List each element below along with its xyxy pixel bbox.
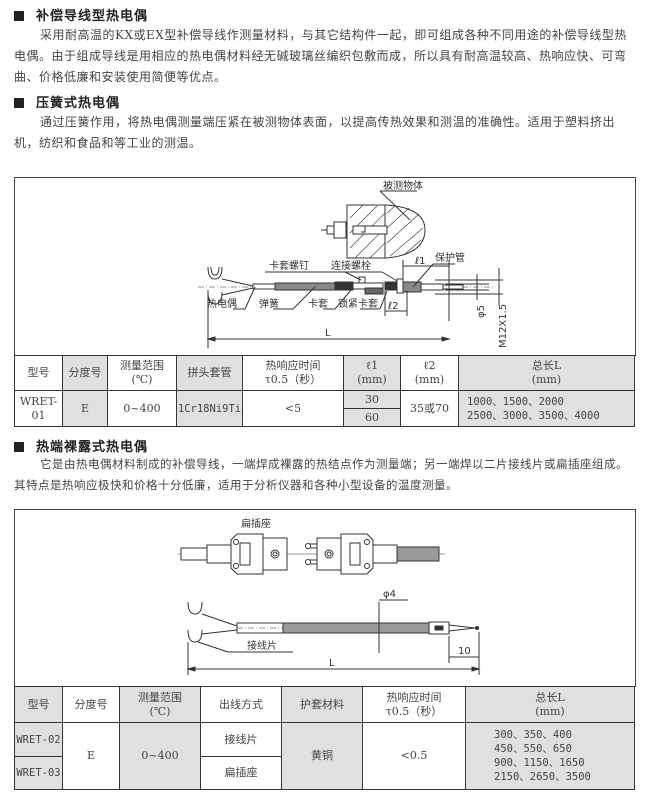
label-thermocouple: 热电偶 xyxy=(207,297,237,310)
cell-range: 0~400 xyxy=(119,722,201,790)
cell-model: WRET-03 xyxy=(14,756,63,790)
table-row: 60 xyxy=(15,408,635,427)
label-thread-m12: M12X1.5 xyxy=(498,304,509,348)
header-range: 测量范围(℃) xyxy=(119,686,201,723)
label-measured-object: 被测物体 xyxy=(383,179,423,192)
bullet-square-icon xyxy=(14,98,24,108)
header-range: 测量范围(℃) xyxy=(107,355,177,391)
section-heading-exposed-junction: 热端裸露式热电偶 xyxy=(14,436,148,455)
label-ferrule-screw: 卡套螺钉 xyxy=(269,259,309,272)
cell-model: WRET-01 xyxy=(14,390,63,427)
section-paragraph-compensating-wire: 采用耐高温的KX或EX型补偿导线作测量材料，与其它结构件一起，即可组成各种不同用… xyxy=(14,28,627,84)
label-l1: ℓ1 xyxy=(415,256,426,267)
label-spring: 弹簧 xyxy=(259,297,279,310)
label-phi4: φ4 xyxy=(383,589,396,600)
header-l1: ℓ1(mm) xyxy=(343,355,401,391)
header-sleeve: 拼头套管 xyxy=(176,355,243,391)
cell-graduation: E xyxy=(62,722,120,790)
cell-graduation: E xyxy=(62,390,108,427)
label-protective-tube: 保护管 xyxy=(435,251,465,264)
header-graduation: 分度号 xyxy=(62,355,108,391)
cell-l2: 35或70 xyxy=(400,390,459,427)
cell-response-time: <5 xyxy=(242,390,344,427)
spring-thermocouple-drawing: 被测物体 卡套螺钉 连接螺栓 ℓ1 保护管 热电偶 弹簧 卡套 锁紧卡套 ℓ2 … xyxy=(198,179,509,348)
cell-sleeve: 1Cr18Ni9Ti xyxy=(176,390,243,427)
header-l2: ℓ2(mm) xyxy=(400,355,459,391)
label-l2: ℓ2 xyxy=(388,301,399,312)
section-heading-compensating-wire: 补偿导线型热电偶 xyxy=(14,5,148,24)
header-graduation: 分度号 xyxy=(62,686,120,723)
measured-object-drawing xyxy=(321,204,426,259)
label-ten: 10 xyxy=(458,646,471,657)
cell-l1-value: 60 xyxy=(343,408,401,427)
label-total-length-L: L xyxy=(325,328,331,339)
flat-socket-drawing xyxy=(178,533,445,575)
thermocouple-assembly-drawing xyxy=(198,266,495,305)
table-row: WRET-01 E 0~400 1Cr18Ni9Ti <5 30 35或70 1… xyxy=(14,390,635,427)
cell-outlet: 扁插座 xyxy=(200,756,282,790)
figure-exposed-junction-thermocouple: 扁插座 φ4 接线片 10 L xyxy=(14,509,636,687)
cell-model: WRET-02 xyxy=(14,722,63,757)
section-heading-spring-loaded: 压簧式热电偶 xyxy=(14,92,120,111)
exposed-junction-drawing: 扁插座 φ4 接线片 10 L xyxy=(178,517,481,675)
cell-response-time: <0.5 xyxy=(362,722,466,790)
label-lock-ferrule: 锁紧卡套 xyxy=(338,297,378,310)
bullet-square-icon xyxy=(14,11,24,21)
figure-spring-thermocouple: 被测物体 卡套螺钉 连接螺栓 ℓ1 保护管 热电偶 弹簧 卡套 锁紧卡套 ℓ2 … xyxy=(14,177,636,356)
section-paragraph-exposed-junction: 它是由热电偶材料制成的补偿导线，一端焊成裸露的热结点作为测量端；另一端焊以二片接… xyxy=(14,457,628,492)
bullet-square-icon xyxy=(14,442,24,452)
section-paragraph-spring-loaded: 通过压簧作用，将热电偶测量端压紧在被测物体表面，以提高传热效果和测温的准确性。适… xyxy=(14,115,616,150)
label-terminal-lug: 接线片 xyxy=(247,639,277,652)
label-connecting-bolt: 连接螺栓 xyxy=(331,259,371,272)
cell-outlet: 接线片 xyxy=(200,722,282,757)
cell-l1-value: 30 xyxy=(343,390,401,409)
table-row: WRET-03 扁插座 xyxy=(14,756,635,790)
cell-sheath: 黄铜 xyxy=(281,722,363,790)
label-phi5: φ5 xyxy=(476,305,487,318)
header-total-length: 总长L(mm) xyxy=(465,686,635,723)
header-model: 型号 xyxy=(14,686,63,723)
label-flat-socket: 扁插座 xyxy=(241,517,271,530)
probe-drawing xyxy=(187,601,479,643)
label-total-length-L: L xyxy=(329,658,335,669)
label-ferrule: 卡套 xyxy=(308,297,328,310)
header-sheath: 护套材料 xyxy=(281,686,363,723)
header-model: 型号 xyxy=(14,355,63,391)
header-outlet: 出线方式 xyxy=(200,686,282,723)
header-total-length: 总长L(mm) xyxy=(458,355,635,391)
cell-range: 0~400 xyxy=(107,390,177,427)
